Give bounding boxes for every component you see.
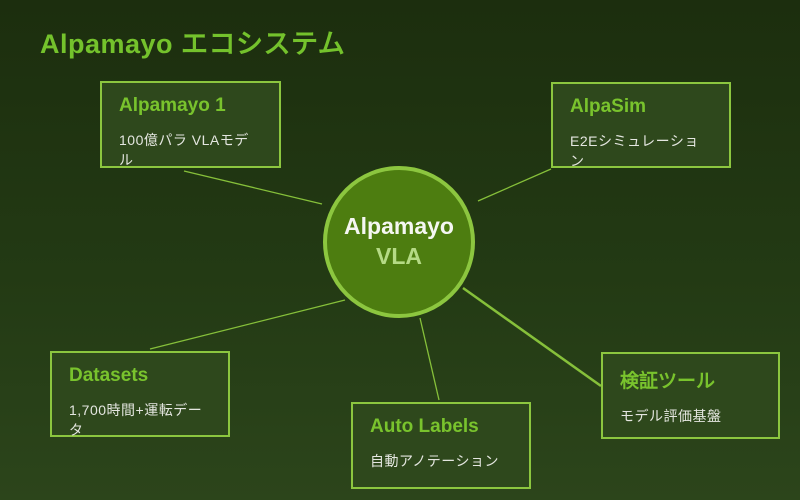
node-subtitle: 1,700時間+運転データ (69, 402, 203, 438)
node-subtitle: 100億パラ VLAモデル (119, 132, 249, 168)
center-node-alpamayo-vla: Alpamayo VLA (323, 166, 475, 318)
node-title: AlpaSim (570, 96, 647, 117)
connector-alpamayo-1 (183, 170, 323, 205)
node-title: 検証ツール (620, 371, 716, 392)
connector-alpasim (477, 168, 552, 202)
node-auto-labels: Auto Labels 自動アノテーション (351, 402, 531, 489)
connector-auto-labels (419, 317, 440, 401)
node-validation-tools: 検証ツール モデル評価基盤 (601, 352, 780, 439)
page-title: Alpamayo エコシステム (40, 29, 346, 59)
node-alpamayo-1: Alpamayo 1 100億パラ VLAモデル (100, 81, 281, 168)
node-subtitle: モデル評価基盤 (620, 408, 722, 424)
node-subtitle: 自動アノテーション (370, 453, 499, 469)
node-title: Auto Labels (370, 416, 479, 437)
center-node-subtitle: VLA (376, 243, 422, 269)
node-title: Alpamayo 1 (119, 95, 226, 116)
node-subtitle: E2Eシミュレーション (570, 133, 699, 169)
node-datasets: Datasets 1,700時間+運転データ (50, 351, 230, 438)
connector-datasets (149, 299, 346, 350)
node-alpasim: AlpaSim E2Eシミュレーション (551, 82, 731, 169)
center-node-title: Alpamayo (344, 213, 454, 240)
node-title: Datasets (69, 365, 149, 386)
connector-validation-tools (462, 286, 602, 388)
